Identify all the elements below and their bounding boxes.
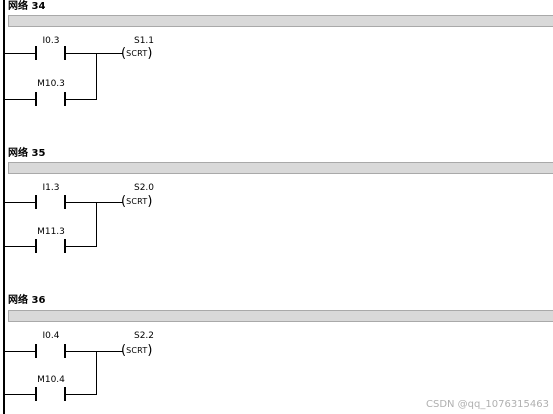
contact-m10-4-right[interactable] — [64, 387, 66, 401]
contact-i0-4-left[interactable] — [35, 344, 37, 358]
network-35-title[interactable]: 网络 35 — [8, 148, 46, 159]
contact-m11-3-right[interactable] — [64, 239, 66, 253]
coil-s2-2[interactable]: (SCRT) — [121, 343, 153, 358]
contact-m10-4-left[interactable] — [35, 387, 37, 401]
csdn-watermark: CSDN @qq_1076315463 — [425, 399, 549, 410]
coil-s2-0-instruction: SCRT — [126, 197, 148, 206]
coil-s2-2-label: S2.2 — [133, 331, 155, 341]
network-36-title[interactable]: 网络 36 — [8, 295, 46, 306]
contact-m10-4-label: M10.4 — [37, 375, 65, 385]
coil-s2-2-instruction: SCRT — [126, 346, 148, 355]
contact-i0-4-right[interactable] — [64, 344, 66, 358]
contact-m11-3-left[interactable] — [35, 239, 37, 253]
network-34-title[interactable]: 网络 34 — [8, 1, 46, 12]
coil-s2-0[interactable]: (SCRT) — [121, 194, 153, 209]
contact-m10-3-left[interactable] — [35, 92, 37, 106]
coil-s1-1-instruction: SCRT — [126, 49, 148, 58]
contact-i1-3-label: I1.3 — [42, 183, 60, 193]
network-35-comment-bar[interactable] — [8, 162, 553, 174]
contact-m10-3-label: M10.3 — [37, 79, 65, 89]
contact-i0-4-label: I0.4 — [42, 331, 60, 341]
contact-m10-3-right[interactable] — [64, 92, 66, 106]
network-36-comment-bar[interactable] — [8, 310, 553, 322]
network-34-comment-bar[interactable] — [8, 15, 553, 27]
contact-i0-3-right[interactable] — [64, 46, 66, 60]
contact-m11-3-label: M11.3 — [37, 227, 65, 237]
coil-s1-1-label: S1.1 — [133, 36, 155, 46]
coil-s1-1[interactable]: (SCRT) — [121, 46, 153, 61]
contact-i1-3-left[interactable] — [35, 195, 37, 209]
contact-i0-3-label: I0.3 — [42, 36, 60, 46]
contact-i1-3-right[interactable] — [64, 195, 66, 209]
coil-s2-0-label: S2.0 — [133, 183, 155, 193]
contact-i0-3-left[interactable] — [35, 46, 37, 60]
left-power-rail — [3, 0, 5, 414]
